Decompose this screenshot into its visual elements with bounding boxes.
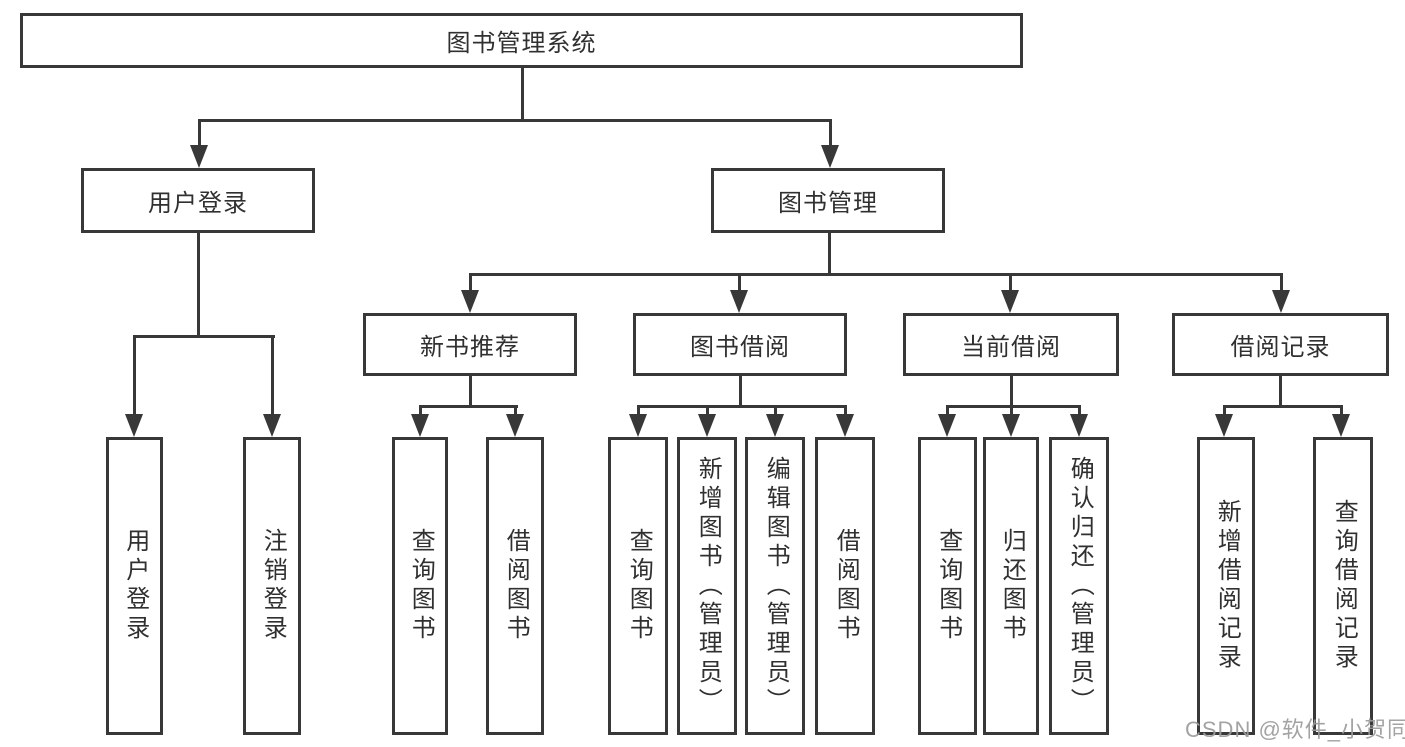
leaf-return-books-label: 归还图书 xyxy=(998,528,1026,644)
arrowhead-nb-query xyxy=(411,414,429,437)
connector-drop-leaf-logout xyxy=(271,335,274,415)
connector-currentborrow-branch xyxy=(946,405,1081,408)
connector-drop-user-login xyxy=(198,119,201,147)
leaf-borrow-books-borrow-label: 借阅图书 xyxy=(832,528,860,644)
leaf-query-books-recommend-label: 查询图书 xyxy=(407,528,435,644)
leaf-query-books-borrow: 查询图书 xyxy=(608,437,668,735)
connector-drop-cb-query xyxy=(946,405,949,415)
leaf-add-book-admin: 新增图书（管理员） xyxy=(677,437,737,735)
connector-root-branch xyxy=(198,119,832,122)
leaf-edit-book-admin-label: 编辑图书（管理员） xyxy=(762,455,790,717)
arrowhead-bb-borrow xyxy=(836,414,854,437)
arrowhead-user-login xyxy=(190,145,208,168)
arrowhead-cb-query xyxy=(938,414,956,437)
arrowhead-leaf-user-login xyxy=(125,414,143,437)
leaf-logout-label: 注销登录 xyxy=(259,528,287,644)
node-book-management-label: 图书管理 xyxy=(778,190,878,217)
arrowhead-rec-query xyxy=(1332,414,1350,437)
connector-bookmgmt-branch xyxy=(469,273,1282,276)
node-borrow-records-label: 借阅记录 xyxy=(1230,334,1331,361)
leaf-confirm-return-admin-label: 确认归还（管理员） xyxy=(1066,455,1094,717)
node-book-borrow-label: 图书借阅 xyxy=(690,334,790,361)
connector-drop-rec-query xyxy=(1340,405,1343,415)
leaf-query-books-recommend: 查询图书 xyxy=(392,437,448,735)
arrowhead-new-book xyxy=(461,290,479,313)
connector-records-branch xyxy=(1223,405,1343,408)
connector-bookborrow-branch xyxy=(637,405,847,408)
arrowhead-cb-confirm xyxy=(1070,414,1088,437)
leaf-query-books-current: 查询图书 xyxy=(918,437,977,735)
leaf-borrow-books-borrow: 借阅图书 xyxy=(815,437,875,735)
connector-drop-cb-confirm xyxy=(1078,405,1081,415)
leaf-confirm-return-admin: 确认归还（管理员） xyxy=(1049,437,1109,735)
node-book-management: 图书管理 xyxy=(711,168,945,233)
connector-bookborrow-stem xyxy=(739,376,742,405)
leaf-add-borrow-record: 新增借阅记录 xyxy=(1197,437,1255,735)
arrowhead-leaf-logout xyxy=(263,414,281,437)
connector-drop-nb-query xyxy=(419,405,422,415)
node-current-borrow: 当前借阅 xyxy=(903,313,1119,376)
leaf-query-books-borrow-label: 查询图书 xyxy=(625,528,653,644)
connector-newbook-branch xyxy=(419,405,518,408)
leaf-return-books: 归还图书 xyxy=(983,437,1039,735)
connector-drop-new-book xyxy=(469,273,472,291)
arrowhead-cb-return xyxy=(1002,414,1020,437)
connector-bookmgmt-stem xyxy=(828,233,831,273)
arrowhead-bb-edit xyxy=(766,414,784,437)
csdn-watermark: CSDN @软件_小贺同学 xyxy=(1185,717,1405,742)
arrowhead-book-borrow xyxy=(730,290,748,313)
node-user-login-label: 用户登录 xyxy=(148,190,248,217)
connector-drop-bb-edit xyxy=(774,405,777,415)
connector-newbook-stem xyxy=(469,376,472,405)
arrowhead-bb-query xyxy=(629,414,647,437)
arrowhead-rec-add xyxy=(1215,414,1233,437)
arrowhead-nb-borrow xyxy=(506,414,524,437)
leaf-add-borrow-record-label: 新增借阅记录 xyxy=(1213,499,1241,673)
leaf-user-login-label: 用户登录 xyxy=(121,528,149,644)
connector-userlogin-stem xyxy=(197,233,200,335)
leaf-user-login: 用户登录 xyxy=(106,437,163,735)
node-book-borrow: 图书借阅 xyxy=(633,313,847,376)
leaf-edit-book-admin: 编辑图书（管理员） xyxy=(745,437,805,735)
connector-drop-book-borrow xyxy=(738,273,741,291)
arrowhead-current-borrow xyxy=(1001,290,1019,313)
leaf-add-book-admin-label: 新增图书（管理员） xyxy=(694,455,722,717)
leaf-borrow-books-recommend: 借阅图书 xyxy=(486,437,544,735)
leaf-borrow-books-recommend-label: 借阅图书 xyxy=(502,528,530,644)
arrowhead-bb-add xyxy=(698,414,716,437)
connector-userlogin-branch xyxy=(133,335,275,338)
connector-drop-bb-add xyxy=(706,405,709,415)
node-borrow-records: 借阅记录 xyxy=(1172,313,1389,376)
node-new-book-recommend-label: 新书推荐 xyxy=(420,334,520,361)
connector-currentborrow-stem xyxy=(1010,376,1013,405)
leaf-query-borrow-record: 查询借阅记录 xyxy=(1313,437,1373,735)
connector-root-stem xyxy=(521,68,524,120)
node-root-system: 图书管理系统 xyxy=(20,13,1023,68)
connector-drop-nb-borrow xyxy=(514,405,517,415)
arrowhead-borrow-records xyxy=(1272,290,1290,313)
connector-drop-cb-return xyxy=(1010,405,1013,415)
connector-drop-bb-borrow xyxy=(844,405,847,415)
node-new-book-recommend: 新书推荐 xyxy=(363,313,577,376)
connector-drop-bb-query xyxy=(637,405,640,415)
node-current-borrow-label: 当前借阅 xyxy=(961,334,1061,361)
connector-records-stem xyxy=(1279,376,1282,405)
leaf-query-borrow-record-label: 查询借阅记录 xyxy=(1330,499,1358,673)
connector-drop-current-borrow xyxy=(1009,273,1012,291)
node-user-login: 用户登录 xyxy=(81,168,315,233)
leaf-query-books-current-label: 查询图书 xyxy=(934,528,962,644)
connector-drop-borrow-records xyxy=(1280,273,1283,291)
arrowhead-book-management xyxy=(821,145,839,168)
connector-drop-book-management xyxy=(829,119,832,147)
connector-drop-rec-add xyxy=(1223,405,1226,415)
node-root-label: 图书管理系统 xyxy=(446,30,597,57)
leaf-logout: 注销登录 xyxy=(243,437,301,735)
connector-drop-leaf-user-login xyxy=(133,335,136,415)
